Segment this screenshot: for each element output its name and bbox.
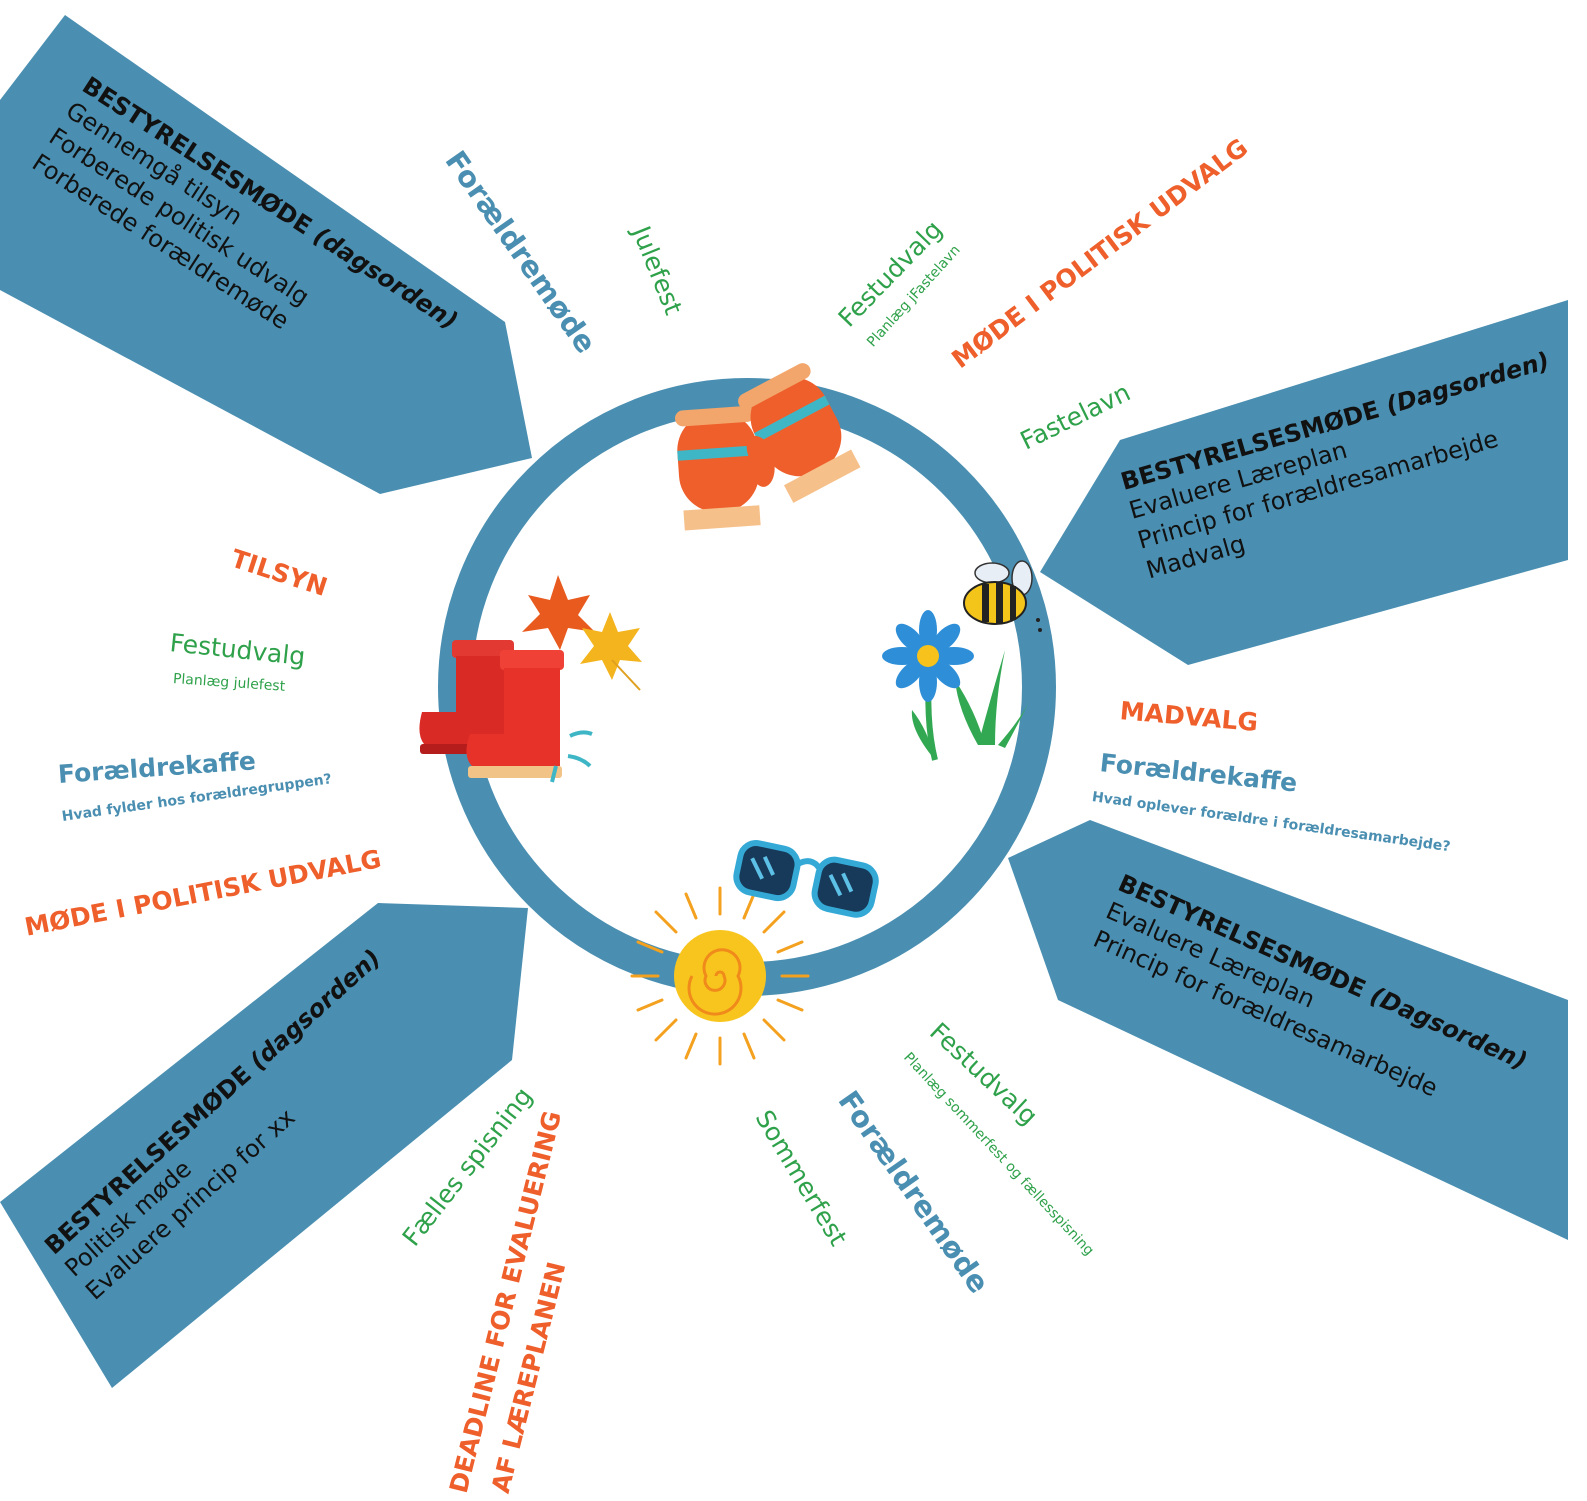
- sunglasses-icon: [733, 840, 879, 918]
- board-shape-top-left: [0, 15, 532, 494]
- flower-icon: [882, 610, 1030, 761]
- mittens-icon: [675, 363, 861, 531]
- rain-boots-icon: [419, 640, 593, 783]
- sun-icon: [630, 886, 810, 1066]
- autumn-leaves-icon: [522, 575, 642, 691]
- bee-icon: [963, 560, 1042, 632]
- board-shape-bottom-left: [0, 903, 528, 1388]
- board-shape-top-right: [1040, 300, 1568, 665]
- board-shape-bottom-right: [1008, 820, 1568, 1240]
